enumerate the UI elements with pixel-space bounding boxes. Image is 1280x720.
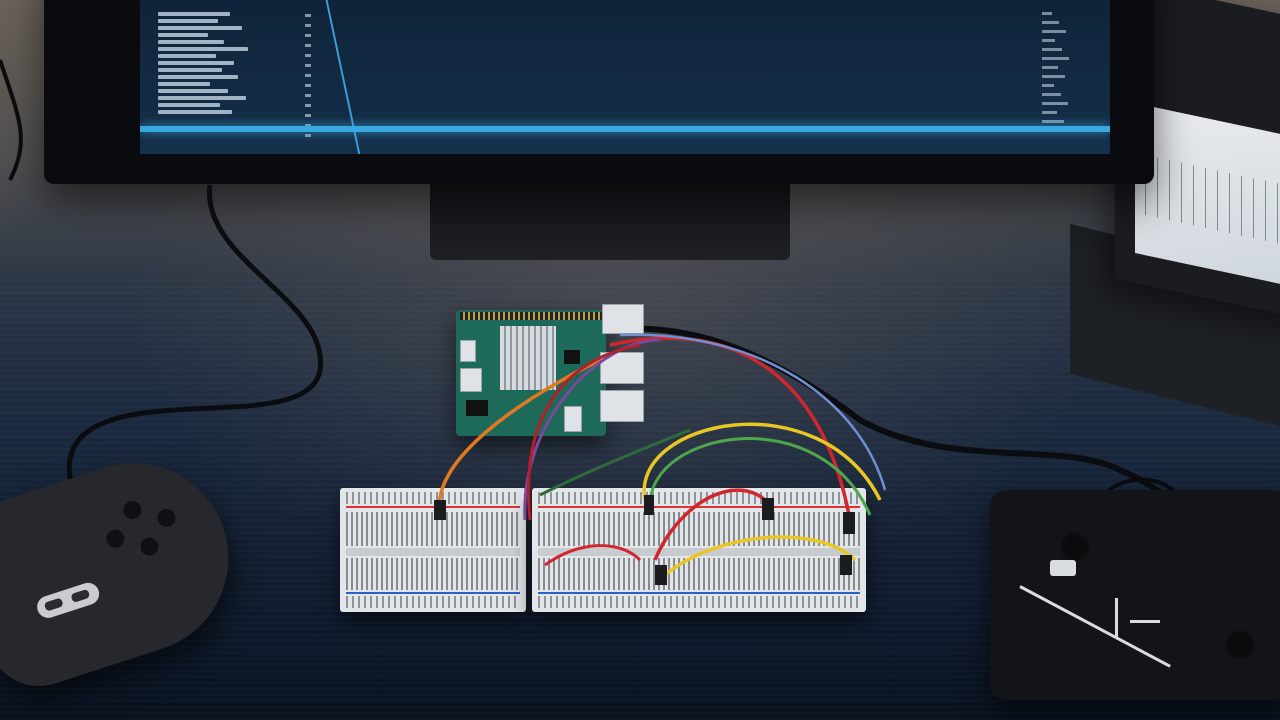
breadboard-center-channel [538, 548, 860, 556]
code-gutter [305, 14, 323, 137]
gutter-mark [305, 104, 311, 107]
monitor-screen [140, 0, 1110, 154]
minimap-line [1042, 120, 1064, 123]
code-line [158, 96, 246, 100]
board-port [460, 340, 476, 362]
minimap-line [1042, 30, 1066, 33]
wire-connector [843, 512, 855, 534]
minimap-line [1042, 84, 1054, 87]
chip [466, 400, 488, 416]
code-line [158, 82, 210, 86]
code-line [158, 26, 242, 30]
code-line [158, 12, 230, 16]
device-logo-mark [1050, 560, 1076, 576]
minimap-line [1042, 12, 1052, 15]
code-panel [158, 12, 298, 114]
rail-stripe-blue [538, 592, 860, 594]
ethernet-port [600, 390, 644, 422]
handheld-device [990, 490, 1280, 700]
minimap-line [1042, 39, 1055, 42]
minimap-line [1042, 66, 1058, 69]
gutter-mark [305, 64, 311, 67]
wire-connector [762, 498, 774, 520]
code-line [158, 61, 234, 65]
board-port [460, 368, 482, 392]
power-rail [538, 596, 860, 608]
gutter-mark [305, 114, 311, 117]
wire-red-short [653, 488, 772, 561]
breadboard-terminal-strip [346, 558, 520, 590]
rail-stripe-blue [346, 592, 520, 594]
wire-yellow-arc [642, 422, 882, 501]
gutter-mark [305, 14, 311, 17]
power-rail [346, 492, 520, 504]
gutter-mark [305, 24, 311, 27]
gutter-mark [305, 74, 311, 77]
gutter-mark [305, 84, 311, 87]
gutter-mark [305, 124, 311, 127]
breadboard-left [340, 488, 526, 612]
wire-dark-green [539, 428, 691, 497]
code-line [158, 110, 232, 114]
wire-red-long [609, 336, 852, 521]
device-logo-mark [1115, 598, 1118, 638]
breadboard-terminal-strip [346, 512, 520, 546]
rail-stripe-red [538, 506, 860, 508]
wire-red-low [544, 544, 642, 567]
code-line [158, 68, 222, 72]
code-line [158, 75, 238, 79]
gutter-mark [305, 34, 311, 37]
wire-red-arc [527, 343, 641, 521]
wire-connector [434, 500, 446, 520]
breadboard-center-channel [346, 548, 520, 556]
device-port-icon [1225, 630, 1255, 660]
minimap-line [1042, 57, 1069, 60]
device-logo-mark [1130, 620, 1160, 623]
code-line [158, 47, 248, 51]
monitor [44, 0, 1154, 184]
gutter-mark [305, 94, 311, 97]
wire-green-arc [648, 437, 872, 516]
code-line [158, 40, 224, 44]
code-line [158, 54, 216, 58]
breadboard-right [532, 488, 866, 612]
wire-yellow-low [663, 535, 857, 577]
heatsink [500, 326, 556, 390]
code-line [158, 103, 220, 107]
gpio-header [460, 312, 602, 320]
wire-blue [619, 333, 887, 491]
minimap-line [1042, 75, 1065, 78]
device-port-icon [1060, 532, 1090, 562]
usb-port [602, 304, 644, 334]
power-rail [346, 596, 520, 608]
board-port [564, 406, 582, 432]
wire-connectors [434, 495, 855, 585]
minimap-line [1042, 48, 1062, 51]
gutter-mark [305, 134, 311, 137]
code-line [158, 33, 208, 37]
rail-stripe-red [346, 506, 520, 508]
single-board-computer [456, 310, 606, 436]
minimap-line [1042, 21, 1059, 24]
code-line [158, 89, 228, 93]
power-rail [538, 492, 860, 504]
wire-connector [840, 555, 852, 575]
wire-orange [437, 358, 601, 516]
minimap-line [1042, 111, 1057, 114]
status-bar [140, 126, 1110, 132]
minimap-line [1042, 93, 1061, 96]
wire-connector [644, 495, 654, 515]
gutter-mark [305, 44, 311, 47]
breadboard-terminal-strip [538, 558, 860, 590]
monitor-cable [66, 184, 323, 501]
monitor-stand [430, 180, 790, 260]
wire-connector [655, 565, 667, 585]
code-line [158, 19, 218, 23]
desk-cable-left [0, 59, 23, 181]
chip [564, 350, 580, 364]
minimap-line [1042, 102, 1068, 105]
gutter-mark [305, 54, 311, 57]
